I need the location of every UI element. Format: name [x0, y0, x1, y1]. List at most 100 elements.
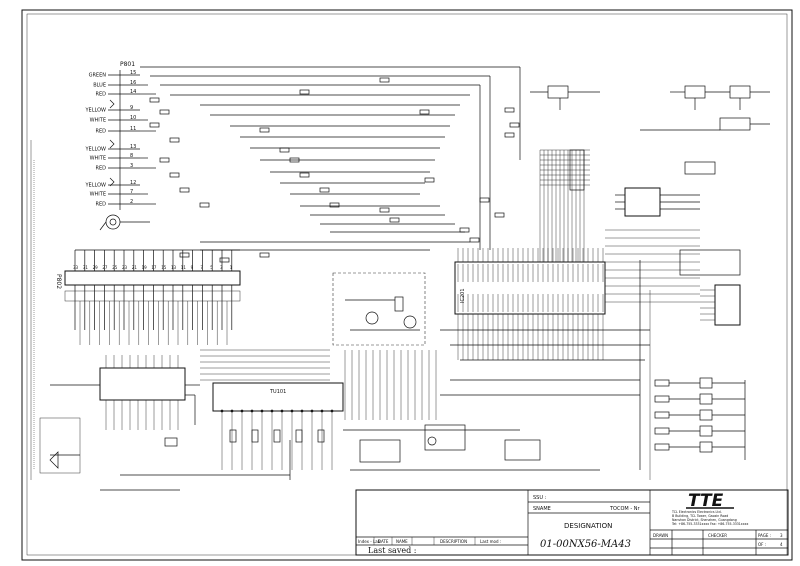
- wire-pin-number: 10: [130, 115, 136, 121]
- description-label: DESCRIPTION: [440, 539, 467, 544]
- wire-pin-number: 8: [130, 153, 133, 159]
- company-line-3: Nanshan District, Shenzhen, Guangdong: [672, 518, 737, 522]
- p802-label: P802: [55, 274, 62, 289]
- p802-pin-number: 17: [151, 265, 157, 270]
- p802-pin-number: 3: [220, 265, 223, 270]
- p802-body: [64, 270, 241, 286]
- page-value: 3: [780, 533, 783, 538]
- index-lab-label: Index - Lab: [358, 539, 381, 544]
- p802-pin-number: 21: [132, 265, 138, 270]
- ssu-label: SSU :: [533, 495, 547, 501]
- of-label: OF :: [758, 542, 766, 547]
- p802-pin-number: 19: [142, 265, 148, 270]
- wire-pin-number: 14: [130, 89, 136, 95]
- p802-pin-number: 27: [102, 265, 108, 270]
- company-line-1: TCL Electronics Electronics Ltd.: [671, 510, 722, 514]
- wire-pin-number: 15: [130, 70, 136, 76]
- p801-wire-row: YELLOW 9: [85, 105, 140, 114]
- p801-wire-row: YELLOW 13: [85, 144, 140, 153]
- last-saved-label: Last saved :: [368, 546, 416, 555]
- wire-pin-number: 13: [130, 144, 136, 150]
- wire-color-label: WHITE: [90, 192, 106, 198]
- wire-color-label: GREEN: [89, 73, 107, 79]
- wire-pin-number: 2: [130, 199, 133, 205]
- company-line-4: Tel: +86-755-3331xxxx Fax: +86-755-3331x…: [671, 522, 748, 526]
- signal-bus-upper: [140, 66, 521, 251]
- fine-wiring: [120, 349, 437, 480]
- p802-pin-number: 33: [73, 265, 79, 270]
- wire-pin-number: 7: [130, 189, 133, 195]
- wire-color-label: YELLOW: [85, 108, 107, 114]
- p801-wire-row: WHITE 10: [90, 115, 148, 124]
- p801-wire-row: RED 14: [96, 89, 156, 98]
- last-mod-label: Last mod :: [480, 539, 501, 544]
- brand-logo: TTE: [688, 491, 724, 511]
- page-label: PAGE :: [758, 533, 771, 538]
- p801-wire-row: RED 2: [96, 199, 156, 208]
- ic201-main-processor: IC201: [440, 248, 650, 361]
- dashed-subcircuit: [332, 272, 426, 346]
- p801-wire-row: RED 3: [96, 163, 156, 172]
- wire-color-label: BLUE: [93, 83, 106, 89]
- p802-pin-number: 13: [171, 265, 177, 270]
- memory-eeprom: [569, 149, 716, 217]
- designation-label: DESIGNATION: [564, 522, 612, 530]
- wire-pin-number: 11: [130, 126, 136, 132]
- p802-pin-number: 15: [161, 265, 167, 270]
- wire-pin-number: 3: [130, 163, 133, 169]
- wire-pin-number: 16: [130, 80, 136, 86]
- right-top-regulators: [530, 85, 770, 131]
- wire-color-label: YELLOW: [85, 183, 107, 189]
- ic201-body: [454, 261, 606, 315]
- p802-pin-number: 29: [93, 265, 99, 270]
- p801-wire-row: BLUE 16: [93, 80, 148, 89]
- checker-label: CHECKER: [708, 533, 727, 538]
- tuner-body: [212, 382, 344, 412]
- title-block: SSU : SNAME TOCOM - Nr DESIGNATION 01-00…: [355, 489, 789, 556]
- p801-wire-row: GREEN 15: [89, 70, 140, 79]
- p802-pin-number: 31: [83, 265, 89, 270]
- p801-label: P801: [120, 61, 135, 68]
- p802-pin-number: 5: [210, 265, 213, 270]
- p802-pin-number: 7: [200, 265, 203, 270]
- side-note-margin: [30, 140, 35, 480]
- p802-pin-number: 25: [112, 265, 118, 270]
- wire-color-label: YELLOW: [85, 147, 107, 153]
- date-label: DATE: [378, 539, 389, 544]
- p802-pin-number: 11: [181, 265, 187, 270]
- tocom-label: TOCOM - Nr: [609, 506, 640, 512]
- wire-color-label: RED: [96, 202, 107, 208]
- sname-label: SNAME: [533, 506, 551, 512]
- name-label: NAME: [396, 539, 408, 544]
- wire-color-label: WHITE: [90, 156, 106, 162]
- bus-components: [149, 77, 590, 263]
- p802-pin-number: 1: [230, 265, 233, 270]
- wire-color-label: WHITE: [90, 118, 106, 124]
- drawing-frame: [21, 9, 793, 561]
- p802-pin-number: 23: [122, 265, 128, 270]
- wire-pin-number: 9: [130, 105, 133, 111]
- audio-amplifier-section: [39, 355, 200, 491]
- av-jacks: [99, 214, 150, 231]
- if-stage: [343, 379, 640, 471]
- p801-wire-row: YELLOW 12: [85, 180, 140, 189]
- p801-wire-row: WHITE 8: [90, 153, 148, 162]
- company-line-2: B Building, TCL Tower, Gaoxin Road: [672, 514, 728, 518]
- drawn-label: DRAWN: [653, 533, 668, 538]
- right-side-circuits: [605, 229, 746, 480]
- wire-color-label: RED: [96, 92, 107, 98]
- wire-color-label: RED: [96, 129, 107, 135]
- wire-pin-number: 12: [130, 180, 136, 186]
- p801-wire-row: WHITE 7: [90, 189, 148, 198]
- tuner-tu101: TU101: [212, 382, 344, 470]
- designation-value: 01-00NX56-MA43: [540, 539, 631, 550]
- p801-wire-row: RED 11: [96, 126, 156, 135]
- wire-color-label: RED: [96, 166, 107, 172]
- p802-pin-number: 9: [191, 265, 194, 270]
- tuner-label: TU101: [269, 389, 286, 395]
- of-value: 4: [780, 542, 783, 547]
